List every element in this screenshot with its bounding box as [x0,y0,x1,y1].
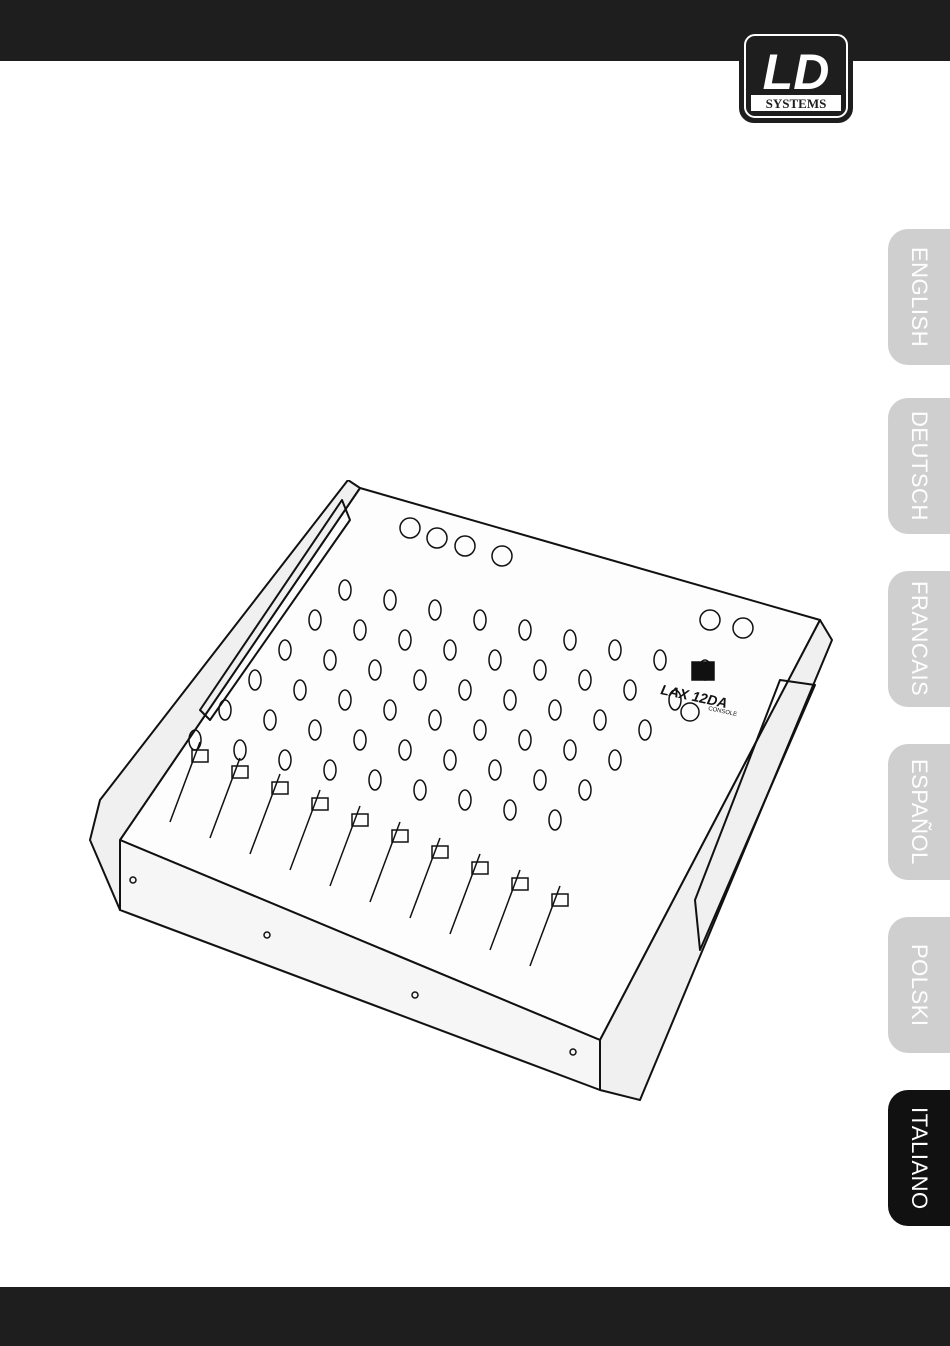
logo-sub-text: SYSTEMS [766,96,827,111]
bottom-bar [0,1287,950,1346]
tab-label: DEUTSCH [906,411,932,521]
tab-italiano[interactable]: ITALIANO [888,1090,950,1226]
tab-deutsch[interactable]: DEUTSCH [888,398,950,534]
tab-francais[interactable]: FRANCAIS [888,571,950,707]
tab-english[interactable]: ENGLISH [888,229,950,365]
ld-systems-logo: LD SYSTEMS [737,27,855,125]
tab-label: FRANCAIS [906,581,932,696]
tab-label: ESPAÑOL [906,759,932,865]
mixer-illustration: LAX 12DA CONSOLE [80,480,840,1120]
tab-label: ENGLISH [906,247,932,347]
tab-label: ITALIANO [906,1107,932,1210]
mixer-outline [90,480,832,1100]
logo-main-text: LD [763,44,830,100]
tab-espanol[interactable]: ESPAÑOL [888,744,950,880]
tab-label: POLSKI [906,944,932,1026]
tab-polski[interactable]: POLSKI [888,917,950,1053]
